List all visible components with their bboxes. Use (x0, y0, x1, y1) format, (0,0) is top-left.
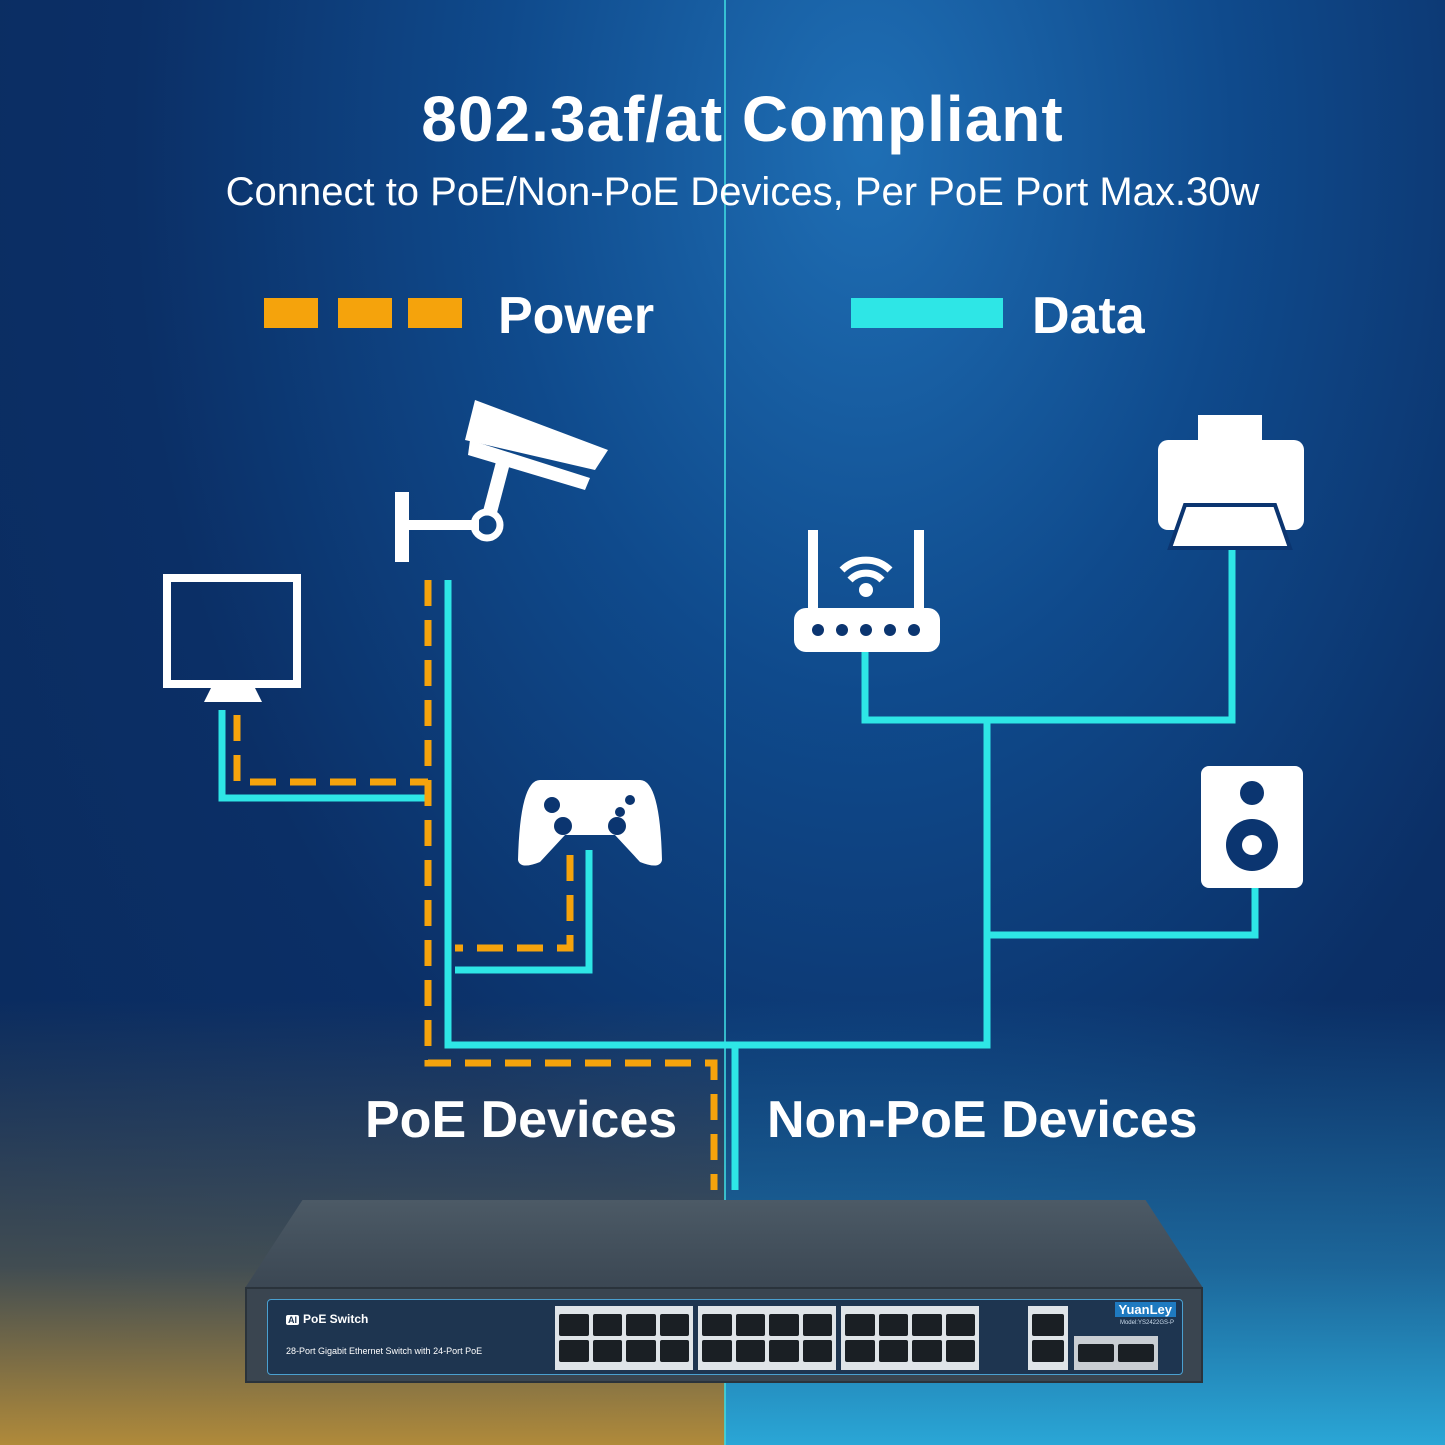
port-group-9-16 (698, 1306, 836, 1370)
data-legend-label: Data (1032, 287, 1145, 345)
model-number: Model:YS2422GS-P (1119, 1320, 1174, 1326)
router-icon (794, 530, 940, 652)
port-group-1-8 (555, 1306, 693, 1370)
ai-badge: AI (286, 1315, 299, 1325)
brand-logo: YuanLey (1114, 1302, 1176, 1317)
printer-icon (1158, 415, 1304, 550)
poe-devices-label: PoE Devices (365, 1091, 678, 1149)
speaker-icon (1201, 766, 1303, 888)
subtitle: Connect to PoE/Non-PoE Devices, Per PoE … (225, 170, 1260, 214)
power-legend-label: Power (498, 287, 655, 345)
non-poe-devices-label: Non-PoE Devices (767, 1091, 1198, 1149)
camera-icon (395, 400, 608, 562)
data-legend-swatch (851, 298, 1003, 328)
switch-description: 28-Port Gigabit Ethernet Switch with 24-… (286, 1346, 483, 1356)
switch-panel: AI PoE Switch 28-Port Gigabit Ethernet Sw… (267, 1299, 1183, 1375)
uplink-ports (1028, 1306, 1068, 1370)
sfp-ports (1074, 1336, 1158, 1370)
power-legend-swatch (264, 298, 318, 328)
power-legend-swatch (408, 298, 462, 328)
center-divider (724, 0, 726, 1445)
power-lines (233, 580, 718, 1190)
page-title: 802.3af/at Compliant (421, 83, 1064, 155)
switch-top (245, 1200, 1203, 1288)
monitor-icon (163, 574, 301, 702)
switch-brand: AI PoE Switch (286, 1312, 368, 1326)
switch-brand-label: PoE Switch (303, 1312, 369, 1326)
gamepad-icon (518, 780, 662, 866)
data-lines (218, 548, 1259, 1190)
port-group-17-24 (841, 1306, 979, 1370)
power-legend-swatch (338, 298, 392, 328)
poe-switch: AI PoE Switch 28-Port Gigabit Ethernet Sw… (245, 1287, 1203, 1383)
